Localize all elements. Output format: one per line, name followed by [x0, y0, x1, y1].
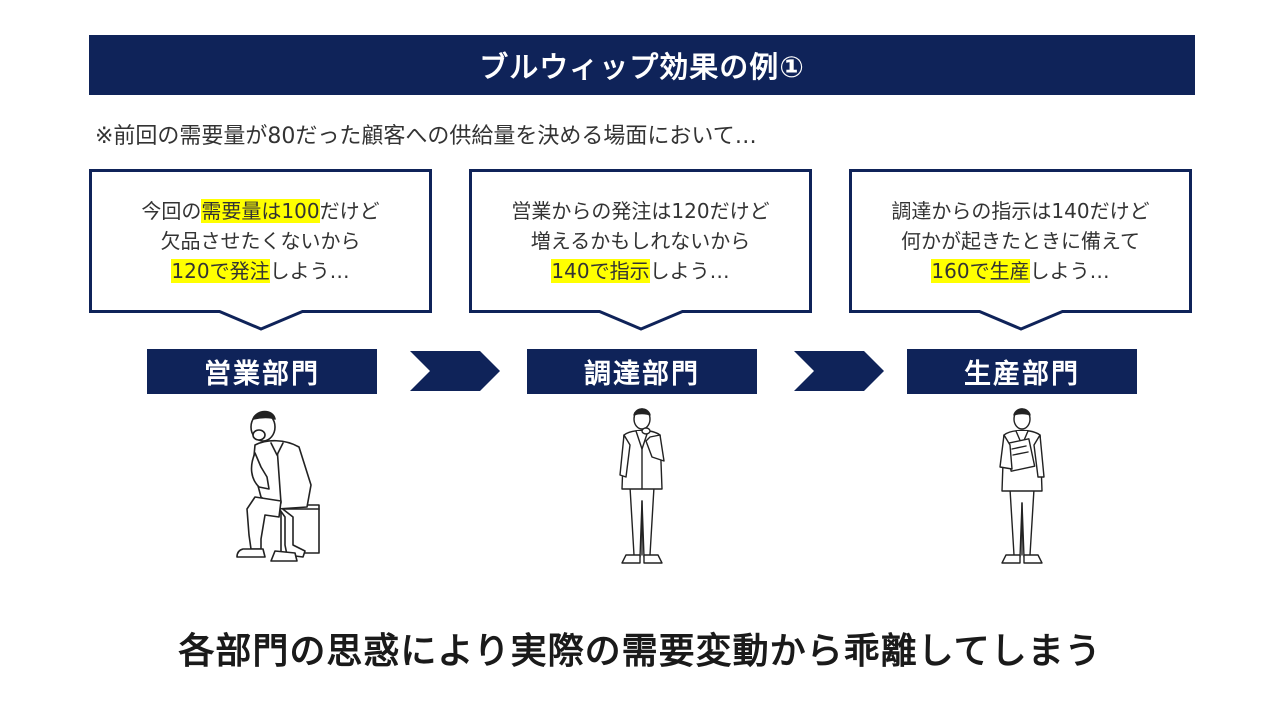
bubble-line: 120で発注しよう…: [171, 256, 350, 286]
bubble-tail: [215, 310, 306, 331]
department-label-sales: 営業部門: [147, 349, 377, 394]
bubble-line: 増えるかもしれないから: [530, 229, 751, 253]
department-label-production: 生産部門: [907, 349, 1137, 394]
page-title: ブルウィップ効果の例①: [479, 50, 805, 84]
bubble-line: 何かが起きたときに備えて: [901, 229, 1140, 253]
subtitle: ※前回の需要量が80だった顧客への供給量を決める場面において…: [95, 124, 757, 149]
bubble-text: しよう…: [1029, 259, 1110, 283]
speech-bubble-procurement: 営業からの発注は120だけど 増えるかもしれないから 140で指示しよう…: [469, 169, 812, 331]
standing-thinking-person-icon: [619, 408, 665, 564]
bubble-line: 調達からの指示は140だけど: [891, 199, 1150, 223]
department-label-procurement: 調達部門: [527, 349, 757, 394]
chevron-right-icon: [794, 351, 884, 391]
bubble-highlight: 160で生産: [931, 259, 1030, 283]
bubble-text: 今回の: [141, 199, 202, 223]
person-holding-clipboard-icon: [999, 408, 1045, 564]
bubble-highlight: 140で指示: [551, 259, 650, 283]
bubble-line: 140で指示しよう…: [551, 256, 730, 286]
bubble-highlight: 需要量は100: [201, 199, 320, 223]
bubble-tail: [975, 310, 1066, 331]
bubble-tail: [595, 310, 686, 331]
bubble-line: 160で生産しよう…: [931, 256, 1110, 286]
sitting-thinking-person-icon: [236, 410, 320, 562]
bubble-text: しよう…: [269, 259, 350, 283]
bubble-line: 今回の需要量は100だけど: [141, 196, 380, 226]
chevron-right-icon: [410, 351, 500, 391]
bubble-highlight: 120で発注: [171, 259, 270, 283]
speech-bubble-sales: 今回の需要量は100だけど 欠品させたくないから 120で発注しよう…: [89, 169, 432, 331]
bubble-line: 欠品させたくないから: [160, 229, 361, 253]
bubble-line: 営業からの発注は120だけど: [511, 199, 770, 223]
bubble-text: しよう…: [649, 259, 730, 283]
conclusion-text: 各部門の思惑により実際の需要変動から乖離してしまう: [178, 631, 1102, 672]
title-bar: ブルウィップ効果の例①: [89, 35, 1195, 95]
speech-bubble-production: 調達からの指示は140だけど 何かが起きたときに備えて 160で生産しよう…: [849, 169, 1192, 331]
bubble-text: だけど: [319, 199, 380, 223]
